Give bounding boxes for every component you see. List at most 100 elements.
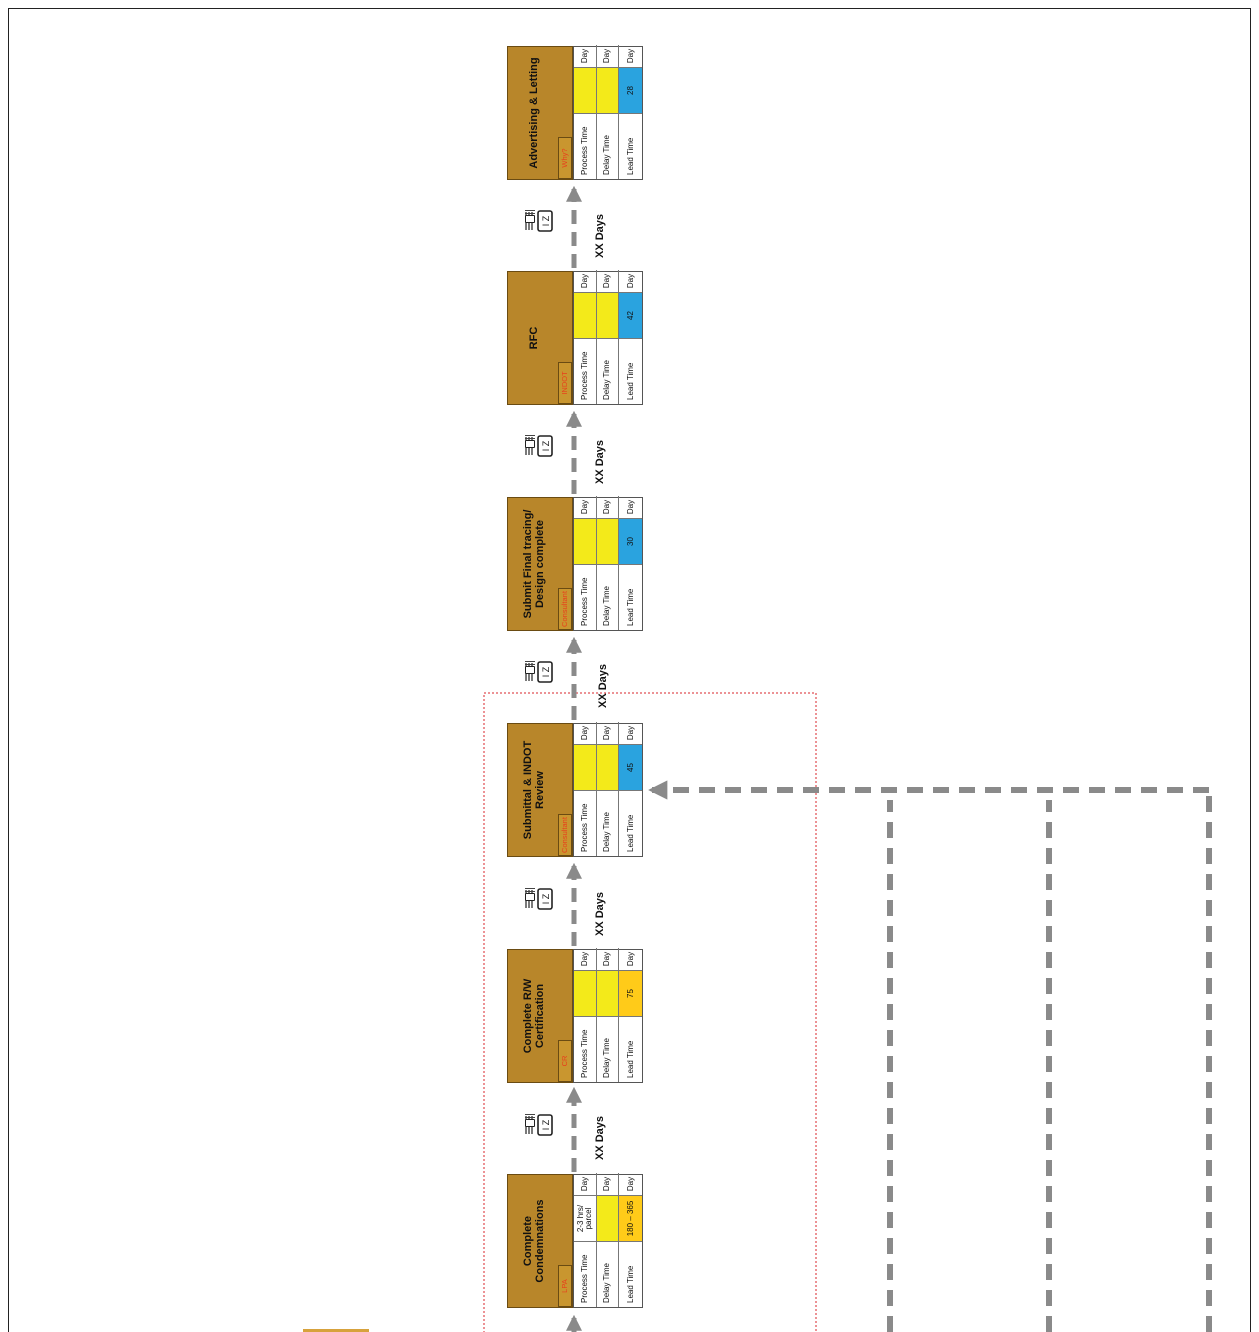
electronic-transfer-icon: I Z bbox=[524, 886, 556, 912]
delay-time-value bbox=[596, 970, 620, 1016]
process-step-advertising-letting: Advertising & Letting Why? Process Time … bbox=[507, 45, 643, 180]
unit-label: Day bbox=[596, 948, 620, 970]
step-owner-tag: Consultant bbox=[558, 814, 572, 856]
step-title: Advertising & Letting bbox=[528, 57, 540, 169]
unit-label: Day bbox=[625, 1176, 635, 1192]
unit-label: Day bbox=[625, 499, 635, 515]
step-metrics-table: Process Time Day Delay Time Day Lead Tim… bbox=[573, 948, 643, 1083]
electronic-transfer-icon: I Z bbox=[524, 1112, 556, 1138]
delay-time-label: Delay Time bbox=[596, 113, 620, 179]
step-metrics-table: Process Time 2-3 hrs/ parcel Day Delay T… bbox=[573, 1173, 643, 1308]
transfer-days-label: XX Days bbox=[594, 1115, 606, 1160]
step-header: Submittal & INDOT Review Consultant bbox=[507, 723, 573, 857]
unit-label: Day bbox=[574, 722, 597, 744]
electronic-transfer-icon: I Z bbox=[524, 659, 556, 685]
lead-time-value: 75 bbox=[619, 970, 642, 1016]
step-metrics-table: Process Time Day Delay Time Day Lead Tim… bbox=[573, 722, 643, 857]
lead-time-value: 28 bbox=[619, 67, 642, 113]
delay-time-label: Delay Time bbox=[596, 338, 620, 404]
delay-time-label: Delay Time bbox=[596, 564, 620, 630]
lead-time-value: 45 bbox=[619, 744, 642, 790]
lead-time-label: Lead Time bbox=[619, 338, 642, 404]
step-header: Complete R/W Certification CR bbox=[507, 949, 573, 1083]
lead-time-label: Lead Time bbox=[619, 1016, 642, 1082]
unit-label: Day bbox=[574, 496, 597, 518]
transfer-days-label: XX Days bbox=[594, 439, 606, 484]
svg-text:I Z: I Z bbox=[541, 893, 551, 904]
svg-text:I Z: I Z bbox=[541, 215, 551, 226]
lead-time-label: Lead Time bbox=[619, 564, 642, 630]
unit-label: Day bbox=[596, 45, 620, 67]
svg-text:I Z: I Z bbox=[541, 666, 551, 677]
unit-label: Day bbox=[625, 48, 635, 64]
process-step-condemnations: Complete Condemnations LPA Process Time … bbox=[507, 1173, 643, 1308]
delay-time-value bbox=[596, 518, 620, 564]
process-step-submit-final-tracing: Submit Final tracing/ Design complete Co… bbox=[507, 496, 643, 631]
delay-time-label: Delay Time bbox=[596, 1241, 620, 1307]
step-metrics-table: Process Time Day Delay Time Day Lead Tim… bbox=[573, 496, 643, 631]
step-title: Submit Final tracing/ Design complete bbox=[522, 509, 546, 619]
step-owner-tag: INDOT bbox=[558, 362, 572, 404]
unit-label: Day bbox=[574, 45, 597, 67]
step-owner-tag: CR bbox=[558, 1040, 572, 1082]
electronic-transfer-icon: I Z bbox=[524, 208, 556, 234]
svg-text:I Z: I Z bbox=[541, 1119, 551, 1130]
review-boundary bbox=[483, 692, 817, 1332]
diagram-frame bbox=[8, 8, 1251, 1332]
unit-label: Day bbox=[625, 725, 635, 741]
delay-time-value bbox=[596, 744, 620, 790]
unit-label: Day bbox=[596, 496, 620, 518]
lead-time-label: Lead Time bbox=[619, 1241, 642, 1307]
unit-label: Day bbox=[574, 270, 597, 292]
delay-time-label: Delay Time bbox=[596, 1016, 620, 1082]
lead-time-value: 180 – 365 bbox=[619, 1195, 642, 1241]
step-header: Advertising & Letting Why? bbox=[507, 46, 573, 180]
electronic-transfer-icon: I Z bbox=[524, 433, 556, 459]
process-time-label: Process Time bbox=[574, 113, 597, 179]
svg-text:I Z: I Z bbox=[541, 440, 551, 451]
unit-label: Day bbox=[574, 948, 597, 970]
partial-legend-swatch bbox=[303, 1329, 369, 1332]
feedback-arrows bbox=[648, 780, 1212, 1332]
transfer-days-label: XX Days bbox=[594, 891, 606, 936]
process-time-label: Process Time bbox=[574, 564, 597, 630]
process-time-label: Process Time bbox=[574, 1241, 597, 1307]
step-owner-tag: LPA bbox=[558, 1265, 572, 1307]
delay-time-value bbox=[596, 292, 620, 338]
step-header: Complete Condemnations LPA bbox=[507, 1174, 573, 1308]
unit-label: Day bbox=[596, 1173, 620, 1195]
delay-time-value bbox=[596, 1195, 620, 1241]
process-step-rfc: RFC INDOT Process Time Day Delay Time Da… bbox=[507, 270, 643, 405]
process-time-value bbox=[574, 67, 597, 113]
transfer-days-label: XX Days bbox=[594, 213, 606, 258]
process-time-value bbox=[574, 518, 597, 564]
transfer-days-label: XX Days bbox=[597, 663, 609, 708]
unit-label: Day bbox=[596, 270, 620, 292]
process-time-label: Process Time bbox=[574, 1016, 597, 1082]
lead-time-label: Lead Time bbox=[619, 790, 642, 856]
process-time-value bbox=[574, 970, 597, 1016]
process-time-value: 2-3 hrs/ parcel bbox=[574, 1195, 597, 1241]
delay-time-value bbox=[596, 67, 620, 113]
step-metrics-table: Process Time Day Delay Time Day Lead Tim… bbox=[573, 45, 643, 180]
step-header: Submit Final tracing/ Design complete Co… bbox=[507, 497, 573, 631]
step-title: Submittal & INDOT Review bbox=[522, 740, 546, 840]
step-title: Complete R/W Certification bbox=[522, 978, 546, 1054]
step-header: RFC INDOT bbox=[507, 271, 573, 405]
lead-time-label: Lead Time bbox=[619, 113, 642, 179]
unit-label: Day bbox=[625, 273, 635, 289]
unit-label: Day bbox=[625, 951, 635, 967]
process-time-value bbox=[574, 292, 597, 338]
unit-label: Day bbox=[574, 1173, 597, 1195]
process-time-value bbox=[574, 744, 597, 790]
process-step-submittal-review: Submittal & INDOT Review Consultant Proc… bbox=[507, 722, 643, 857]
unit-label: Day bbox=[596, 722, 620, 744]
step-title: RFC bbox=[528, 326, 540, 350]
process-step-rw-certification: Complete R/W Certification CR Process Ti… bbox=[507, 948, 643, 1083]
step-owner-tag: Consultant bbox=[558, 588, 572, 630]
lead-time-value: 42 bbox=[619, 292, 642, 338]
step-metrics-table: Process Time Day Delay Time Day Lead Tim… bbox=[573, 270, 643, 405]
step-title: Complete Condemnations bbox=[522, 1199, 546, 1283]
delay-time-label: Delay Time bbox=[596, 790, 620, 856]
